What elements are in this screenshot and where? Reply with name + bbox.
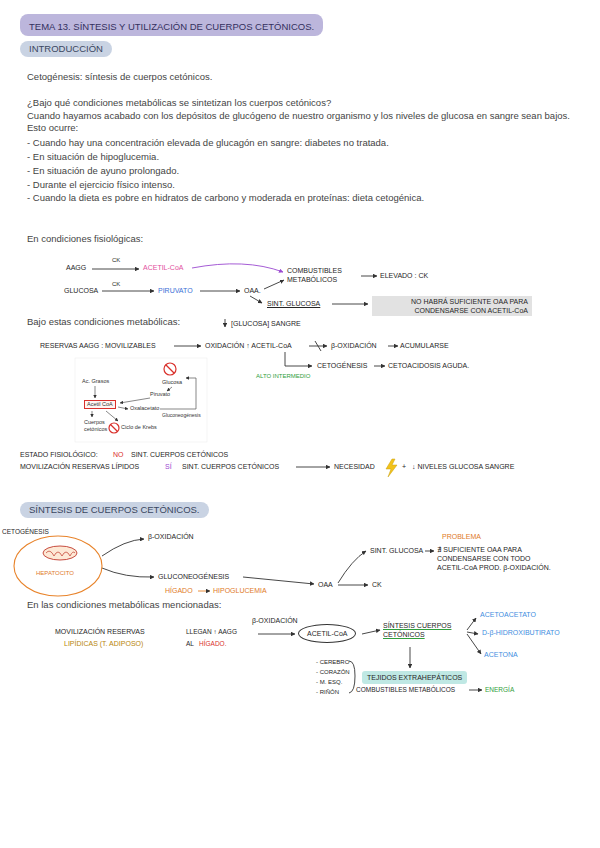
note-text: SINT. CUERPOS CETÓNICOS — [131, 451, 228, 460]
note-text: En condiciones fisiológicas: — [27, 233, 143, 245]
note-text: PIRUVATO — [158, 287, 193, 296]
note-text: D-β-HIDROXIBUTIRATO — [482, 629, 560, 638]
note-text: ACETONA — [484, 651, 518, 660]
note-text: SINT. CUERPOS CETÓNICOS — [182, 463, 279, 472]
note-text: SINT. GLUCOSA — [370, 547, 423, 556]
note-text: HÍGADO. — [199, 640, 226, 648]
note-text: Cetogénesis: síntesis de cuerpos cetónic… — [27, 71, 212, 83]
note-text: OXIDACIÓN ↑ ACETIL-CoA — [205, 342, 292, 351]
note-text: ALTO INTERMEDIO — [256, 373, 310, 381]
note-text: - Cuando la dieta es pobre en hidratos d… — [27, 192, 424, 204]
note-text: ACUMULARSE — [400, 342, 449, 351]
note-text: OAA. — [244, 287, 261, 296]
note-text: PROBLEMA — [442, 533, 481, 542]
node-text: NO HABRÁ SUFICIENTE OAA PARA CONDENSARSE… — [376, 297, 528, 315]
node-text: INTRODUCCIÓN — [29, 43, 103, 55]
note-text: CETOGÉNESIS — [2, 528, 49, 536]
note-text: GLUCOSA — [64, 287, 98, 296]
section-pill: SÍNTESIS DE CUERPOS CETÓNICOS. — [20, 502, 209, 518]
note-text: - M. ESQ. — [316, 679, 342, 687]
note-text: LLEGAN ↑ AAGG — [186, 628, 237, 636]
note-text: CETOACIDOSIS AGUDA. — [388, 362, 469, 371]
note-text: SÍ — [165, 463, 172, 472]
note-text: - RIÑÓN — [316, 689, 339, 697]
note-text: [GLUCOSA] SANGRE — [231, 320, 301, 329]
note-text: ∄ SUFICIENTE OAA PARA CONDENSARSE CON TO… — [437, 546, 555, 572]
note-text: ENERGÍA — [485, 686, 514, 694]
note-text: RESERVAS AAGG : MOVILIZABLES — [40, 342, 156, 351]
note-text: NECESIDAD — [334, 463, 375, 472]
highlight-box: NO HABRÁ SUFICIENTE OAA PARA CONDENSARSE… — [372, 296, 532, 316]
note-text: β-OXIDACIÓN — [252, 617, 298, 626]
note-text: β-OXIDACIÓN — [331, 342, 377, 351]
note-text: Gluconeogénesis — [162, 412, 201, 418]
note-text: MOVILIZACIÓN RESERVAS — [55, 628, 145, 637]
note-text: COMBUSTIBLES METABÓLICOS — [356, 686, 455, 694]
note-text: OAA — [318, 581, 333, 590]
note-text: HIPOGLUCEMIA — [213, 587, 267, 596]
note-text: Cuando hayamos acabado con los depósitos… — [27, 110, 577, 134]
note-text: MOVILIZACIÓN RESERVAS LÍPIDOS — [20, 463, 139, 472]
note-text: Glucosa — [162, 379, 182, 386]
note-text: ACETOACETATO — [480, 611, 536, 620]
note-text: - CORAZÓN — [316, 669, 350, 677]
note-text: ELEVADO : CK — [380, 272, 428, 281]
note-text: Ac. Grasos — [82, 378, 109, 385]
note-text: ↓ NIVELES GLUCOSA SANGRE — [412, 463, 514, 472]
circled-term: ACETIL-CoA — [298, 624, 356, 643]
highlight-box: TEJIDOS EXTRAHEPÁTICOS — [362, 671, 467, 684]
note-text: CK — [112, 257, 120, 265]
note-text: NO — [113, 451, 124, 460]
figure-box: Acetil CoA — [84, 400, 116, 409]
note-text: - En situación de ayuno prolongado. — [27, 165, 179, 177]
note-text: Bajo estas condiciones metabólicas: — [27, 316, 180, 328]
node-text: SÍNTESIS DE CUERPOS CETÓNICOS. — [29, 504, 200, 516]
note-text: - En situación de hipoglucemia. — [27, 151, 159, 163]
note-text: β-OXIDACIÓN — [148, 533, 194, 542]
note-text: Cuerpos cetónicos — [84, 419, 116, 433]
note-text: SINT. GLUCOSA — [267, 300, 320, 309]
note-text: - Durante el ejercicio físico intenso. — [27, 179, 175, 191]
note-text: LIPÍDICAS (T. ADIPOSO) — [64, 640, 143, 649]
note-text: En las condiciones metabólicas mencionad… — [27, 599, 221, 611]
note-text: AL — [186, 640, 194, 648]
node-text: ACETIL-CoA — [307, 629, 347, 638]
note-text: Piruvato — [150, 391, 170, 398]
note-text: CK — [372, 581, 382, 590]
note-text: ESTADO FISIOLÓGICO: — [20, 451, 98, 460]
note-text: SÍNTESIS CUERPOS CETÓNICOS — [383, 622, 465, 640]
note-text: - CEREBRO — [316, 659, 349, 667]
note-text: - Cuando hay una concentración elevada d… — [27, 137, 389, 149]
note-text: COMBUSTIBLES METABÓLICOS — [287, 267, 359, 285]
title-text: TEMA 13. SÍNTESIS Y UTILIZACIÓN DE CUERP… — [29, 21, 314, 32]
node-text: TEJIDOS EXTRAHEPÁTICOS — [367, 673, 462, 682]
title-pill: TEMA 13. SÍNTESIS Y UTILIZACIÓN DE CUERP… — [20, 14, 323, 36]
section-pill: INTRODUCCIÓN — [20, 41, 112, 57]
note-text: HEPATOCITO — [36, 570, 74, 578]
note-text: GLUCONEOGÉNESIS — [158, 573, 229, 582]
note-text: + — [402, 463, 406, 472]
note-text: CK — [112, 281, 120, 289]
note-text: AAGG — [66, 264, 86, 273]
note-text: CETOGÉNESIS — [317, 362, 367, 371]
note-text: Oxalacetato — [130, 405, 159, 412]
note-text: ¿Bajo qué condiciones metabólicas se sin… — [27, 97, 331, 109]
note-text: ACETIL-CoA — [143, 264, 183, 273]
node-text: Acetil CoA — [87, 401, 113, 408]
note-text: HÍGADO — [165, 587, 193, 596]
note-text: Ciclo de Krebs — [121, 424, 157, 431]
